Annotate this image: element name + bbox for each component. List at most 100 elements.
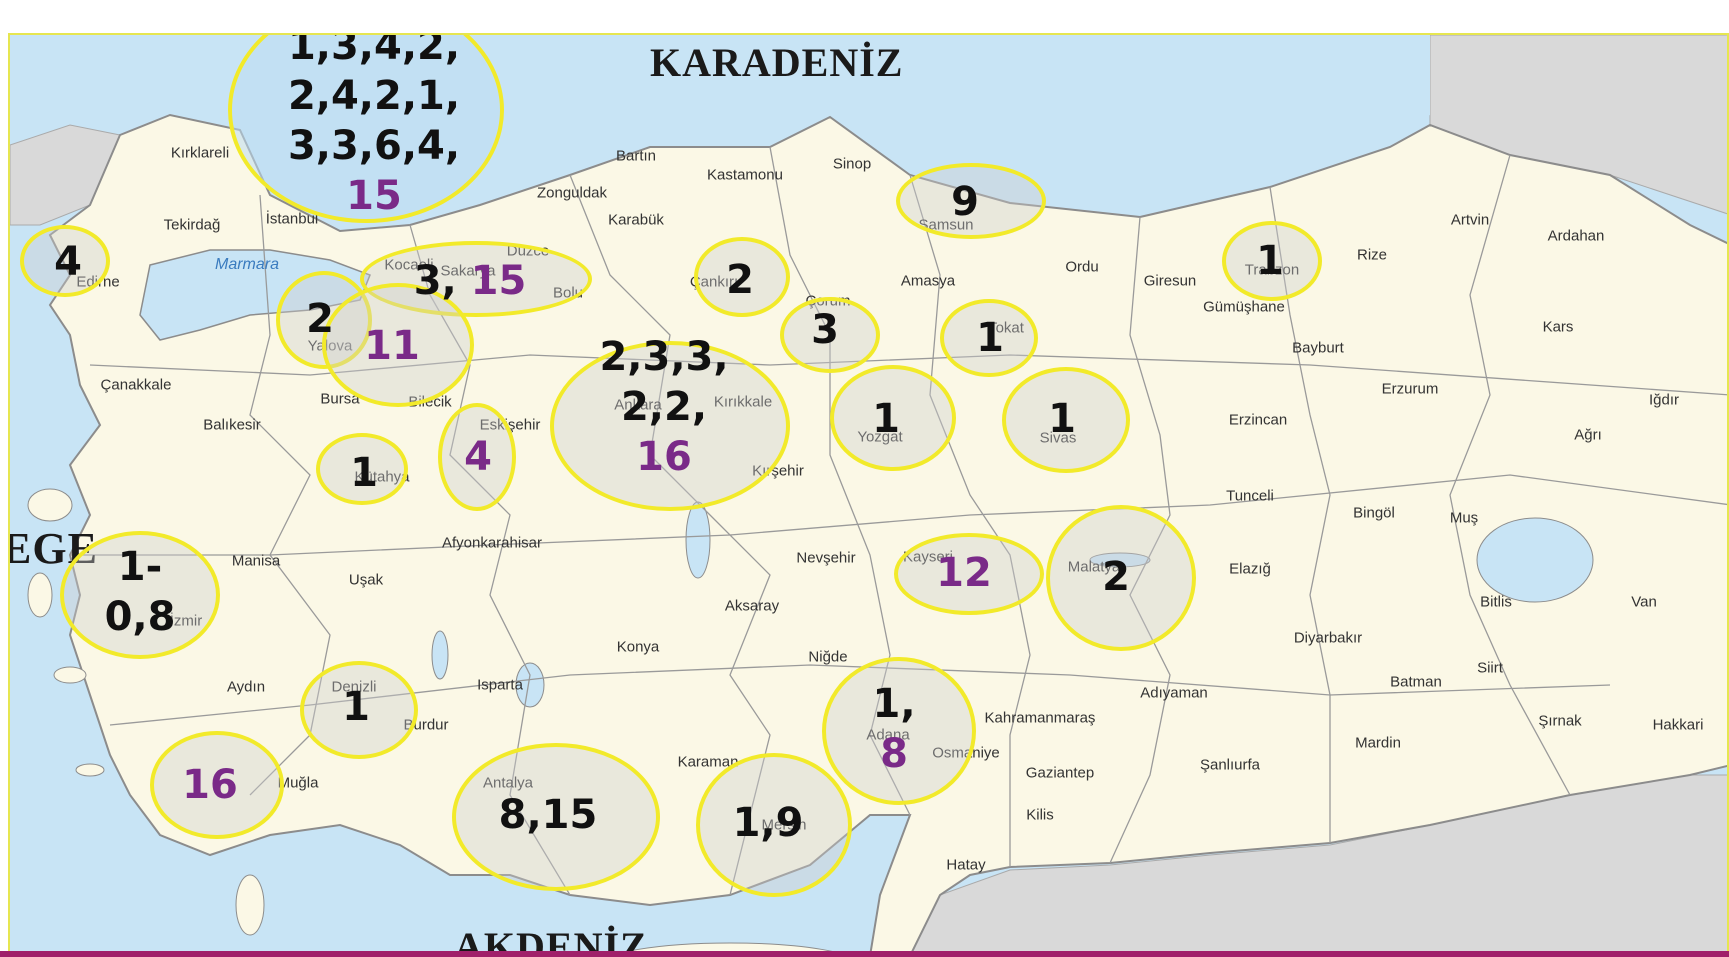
province-label: Bingöl: [1353, 504, 1395, 522]
value-label-trabzon: 1: [1256, 238, 1284, 284]
highlight-ring-ankara: [550, 341, 790, 511]
province-label: Nevşehir: [796, 549, 856, 567]
province-label: Bayburt: [1292, 339, 1344, 357]
province-label: Batman: [1390, 673, 1442, 691]
highlight-ring-mugla: [150, 731, 284, 839]
highlight-ring-trabzon: [1222, 221, 1322, 301]
value-label-mersin: 1,9: [732, 800, 804, 846]
highlight-ring-yozgat: [830, 365, 956, 471]
highlight-ring-kayseri: [894, 533, 1044, 615]
value-label-antalya: 8,15: [498, 792, 598, 838]
province-label: Şanlıurfa: [1199, 756, 1261, 774]
bottom-accent-line: [0, 951, 1729, 957]
province-label: Artvin: [1450, 211, 1490, 229]
province-label: Kırklareli: [170, 144, 230, 162]
highlight-ring-bursa: [322, 283, 474, 407]
province-label: Karabük: [608, 211, 664, 229]
province-label: Bursa: [320, 390, 360, 408]
province-label: Bitlis: [1480, 593, 1512, 611]
value-label-samsun: 9: [951, 179, 979, 225]
value-label-denizli: 1: [342, 684, 370, 730]
island-lesbos: [27, 488, 73, 522]
island-samos: [53, 666, 87, 684]
province-label: Aydın: [226, 678, 266, 696]
province-label: Afyonkarahisar: [441, 534, 543, 552]
map-frame: KARADENİZ EGE AKDENİZ Marmara Kırklareli…: [8, 33, 1729, 954]
province-label: Muğla: [277, 774, 319, 792]
province-label: Gaziantep: [1025, 764, 1095, 782]
province-label: Niğde: [808, 648, 848, 666]
province-label: Tekirdağ: [163, 216, 221, 234]
province-label: Rize: [1356, 246, 1388, 264]
highlight-ring-edirne: [20, 225, 110, 297]
province-label: Kastamonu: [707, 166, 783, 184]
value-label-corum: 3: [811, 307, 839, 353]
island-rhodes: [235, 874, 265, 936]
province-label: Diyarbakır: [1293, 629, 1363, 647]
province-label: Van: [1631, 593, 1657, 611]
highlight-ring-eskisehir: [438, 403, 516, 511]
value-label-tokat: 1: [976, 315, 1004, 361]
sea-label-mediterranean: AKDENİZ: [454, 924, 648, 954]
province-label: Kars: [1542, 318, 1574, 336]
lake-tuz: [685, 501, 711, 579]
value-label-yozgat: 1: [872, 396, 900, 442]
highlight-ring-adana: [822, 657, 976, 805]
province-label: Hakkari: [1652, 716, 1704, 734]
province-label: Mardin: [1355, 734, 1401, 752]
province-label: Gümüşhane: [1203, 298, 1285, 316]
value-label-mugla: 16: [182, 762, 238, 808]
province-label: Karaman: [677, 753, 739, 771]
province-label: Hatay: [946, 856, 986, 874]
value-label-sivas: 1: [1048, 396, 1076, 442]
value-label-eskisehir: 4: [464, 434, 492, 480]
sea-label-marmara: Marmara: [214, 256, 280, 273]
province-label: Balıkesir: [203, 416, 261, 434]
value-label-edirne: 4: [54, 239, 82, 285]
highlight-ring-istanbul: [228, 35, 504, 223]
highlight-ring-denizli: [300, 661, 418, 759]
province-label: Ordu: [1065, 258, 1099, 276]
black-sea: [210, 35, 1430, 230]
province-label: Isparta: [477, 676, 523, 694]
province-label: Kilis: [1026, 806, 1054, 824]
province-label: Ardahan: [1547, 227, 1605, 245]
value-label-adana: 1,8: [872, 681, 916, 777]
highlight-ring-samsun: [896, 163, 1046, 239]
highlight-ring-sivas: [1002, 367, 1130, 473]
sea-label-black-sea: KARADENİZ: [650, 40, 904, 85]
value-label-izmir: 1-0,8: [104, 544, 176, 640]
lake-beysehir: [515, 662, 545, 708]
province-label: Ağrı: [1574, 426, 1602, 444]
lake-egirdir: [431, 630, 449, 680]
province-label: Şırnak: [1538, 712, 1582, 730]
province-label: Çanakkale: [100, 376, 172, 394]
value-label-cankiri: 2: [726, 257, 754, 303]
value-label-kocaeli-sakarya: 3, 15: [413, 258, 527, 304]
province-label: Aksaray: [724, 597, 780, 615]
highlight-ring-mersin: [696, 753, 852, 897]
lake-van: [1476, 517, 1594, 603]
province-label: Siirt: [1477, 659, 1503, 677]
province-label: Konya: [616, 638, 660, 656]
province-label: Amasya: [900, 272, 956, 290]
province-label: İstanbul: [265, 210, 319, 228]
island-chios: [27, 572, 53, 618]
highlight-ring-izmir: [60, 531, 220, 659]
island-kos: [75, 763, 105, 777]
province-label: Adıyaman: [1140, 684, 1208, 702]
province-label: Giresun: [1143, 272, 1197, 290]
province-label: Iğdır: [1648, 391, 1680, 409]
highlight-ring-kutahya: [316, 433, 408, 505]
value-label-kutahya: 1: [350, 450, 378, 496]
highlight-ring-malatya: [1046, 505, 1196, 651]
highlight-ring-kocaeli-sakarya: [360, 241, 592, 317]
province-label: Manisa: [231, 552, 281, 570]
island-cyprus: [622, 942, 838, 952]
value-label-istanbul: 1,3,4,2,2,4,2,1,3,3,6,4,15: [287, 33, 461, 219]
province-label: Tunceli: [1226, 487, 1274, 505]
highlight-ring-corum: [780, 297, 880, 373]
province-label: Bartın: [615, 147, 657, 165]
province-label: Muş: [1449, 509, 1479, 527]
province-label: Elazığ: [1229, 560, 1271, 578]
